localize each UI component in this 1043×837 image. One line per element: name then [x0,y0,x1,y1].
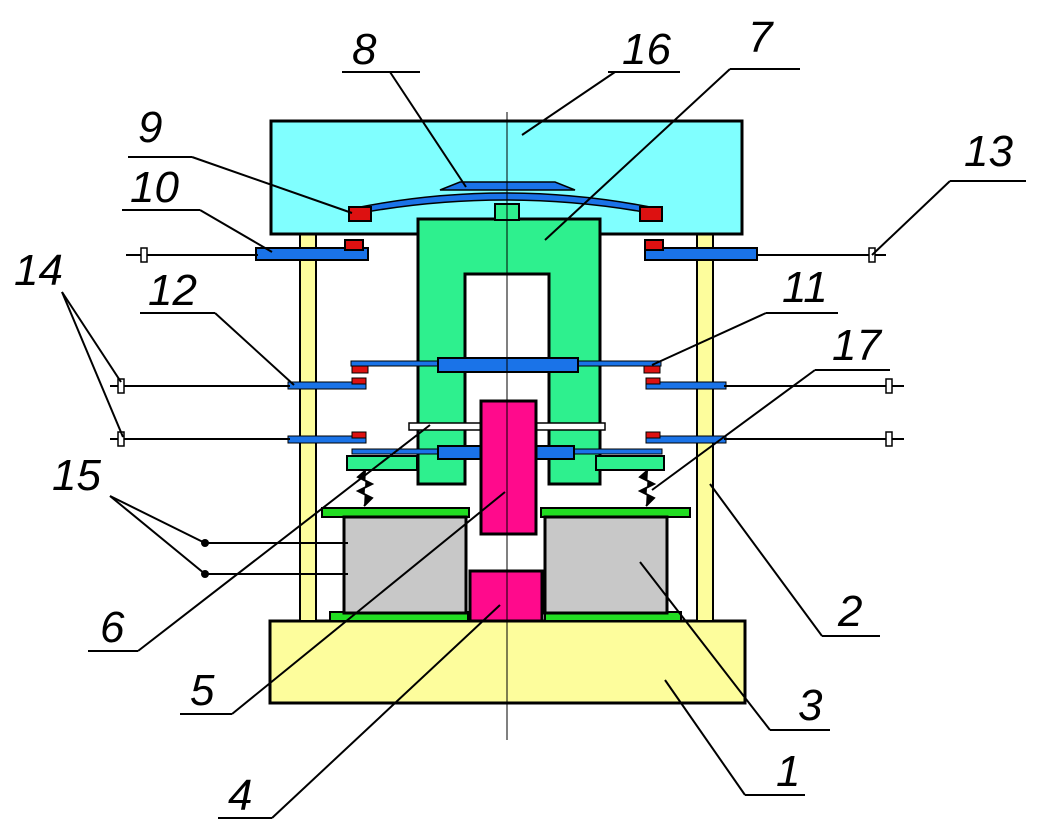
top-contact-left [348,206,372,222]
label-7: 7 [748,13,774,62]
terminal-row1-right [885,378,893,394]
label-3: 3 [798,681,823,730]
upper-contact-left [344,239,364,251]
armature-u [416,217,602,486]
label-13: 13 [964,127,1013,176]
row1-contact-right [645,377,661,385]
spring-right [637,469,657,507]
row2-contact-right [645,431,661,439]
label-15: 15 [52,451,101,500]
coil-right [543,515,669,615]
mid-contact-l-top [351,365,369,374]
fixed-core [468,569,544,623]
terminal-upper-left [140,247,148,263]
label-9: 9 [138,103,162,152]
label-2: 2 [837,587,862,636]
coil-left [342,515,468,615]
terminal-row2-right [885,431,893,447]
label-11: 11 [782,263,828,312]
label-4: 4 [228,771,252,820]
label-10: 10 [130,163,179,212]
spring-left [355,469,375,507]
mid-moving-block [437,357,579,373]
label-14: 14 [14,246,63,295]
label-16: 16 [622,25,671,74]
top-contact-right [639,206,663,222]
label-12: 12 [148,266,197,315]
terminal-row1-left [117,378,125,394]
mid-contact-r-top [643,365,661,374]
label-6: 6 [100,603,125,652]
row2-contact-left [351,431,367,439]
row1-contact-left [351,377,367,385]
upper-contact-right [644,239,664,251]
label-1: 1 [776,747,800,796]
left-post [299,232,317,622]
right-post [696,232,714,622]
label-8: 8 [352,25,377,74]
moving-core [479,399,538,536]
label-17: 17 [832,321,882,370]
bracket-right [595,455,665,471]
label-5: 5 [190,666,215,715]
